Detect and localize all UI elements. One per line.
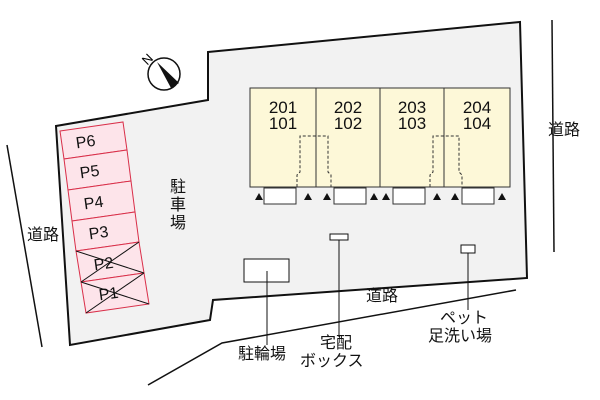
parking-lot-label: 駐車場 bbox=[167, 178, 186, 232]
road-left-edge bbox=[6, 144, 43, 348]
road-right-edge bbox=[551, 19, 555, 253]
unit-202-102-label: 202 102 bbox=[323, 98, 373, 133]
parking-spaces bbox=[59, 121, 150, 314]
unit-upper-number: 204 bbox=[462, 98, 492, 117]
unit-201-101-label: 201 101 bbox=[258, 98, 308, 133]
delivery-box-label-line1: 宅配 bbox=[320, 333, 353, 352]
north-arrow-icon: N bbox=[139, 51, 181, 91]
road-right-label: 道路 bbox=[548, 120, 581, 139]
unit-upper-number: 203 bbox=[397, 98, 427, 117]
bicycle-parking-label: 駐輪場 bbox=[238, 344, 287, 363]
unit-203-103-label: 203 103 bbox=[387, 98, 437, 133]
unit-upper-number: 201 bbox=[268, 98, 298, 117]
building bbox=[249, 87, 511, 205]
delivery-box-label-line2: ボックス bbox=[300, 351, 364, 370]
pet-wash-label-line2: 足洗い場 bbox=[428, 326, 493, 345]
pet-wash-label-line1: ペット bbox=[440, 308, 489, 327]
parking-space-p4: P4 bbox=[82, 193, 105, 214]
unit-lower-number: 102 bbox=[333, 114, 363, 133]
pet-wash-station bbox=[460, 244, 476, 254]
road-left-label: 道路 bbox=[27, 225, 60, 244]
parking-space-p3: P3 bbox=[87, 223, 110, 244]
unit-lower-number: 104 bbox=[462, 114, 492, 133]
parking-space-p2: P2 bbox=[92, 254, 115, 275]
road-bottom-edge bbox=[147, 289, 517, 386]
unit-lower-number: 103 bbox=[397, 114, 427, 133]
delivery-box bbox=[329, 233, 349, 241]
parking-space-p1: P1 bbox=[97, 284, 120, 305]
unit-204-104-label: 204 104 bbox=[452, 98, 502, 133]
unit-upper-number: 202 bbox=[333, 98, 363, 117]
parking-space-p6: P6 bbox=[74, 132, 97, 153]
road-bottom-label: 道路 bbox=[366, 286, 399, 305]
parking-space-p5: P5 bbox=[78, 162, 101, 183]
unit-lower-number: 101 bbox=[268, 114, 298, 133]
